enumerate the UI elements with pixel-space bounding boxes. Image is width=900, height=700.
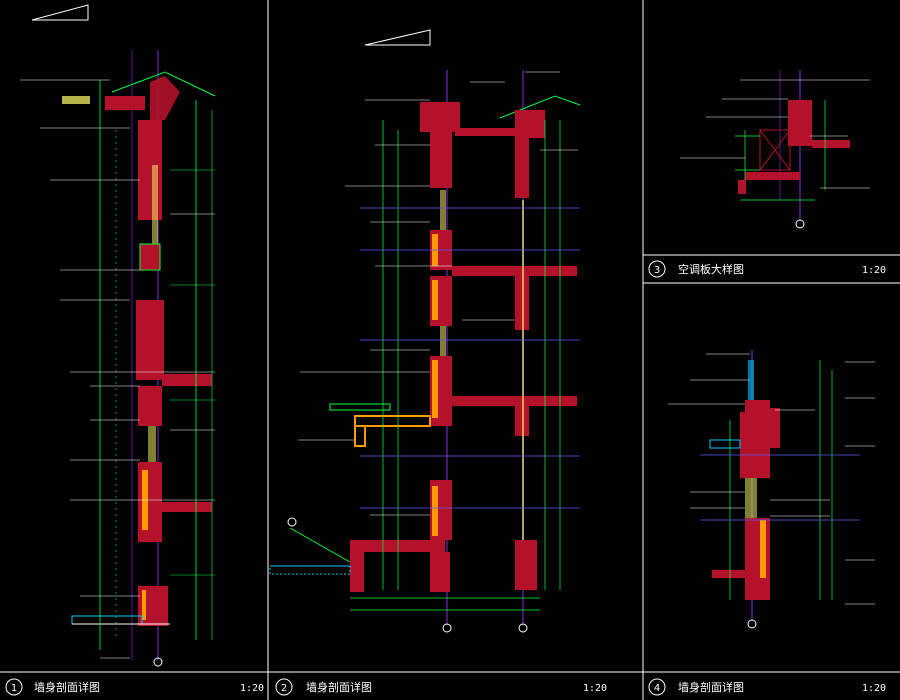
title-block-3: 3 空调板大样图 1:20 (648, 260, 886, 278)
detail-3 (680, 70, 870, 229)
title-block-1: 1 墙身剖面详图 1:20 (5, 678, 264, 696)
svg-text:1:20: 1:20 (862, 683, 886, 694)
svg-text:墙身剖面详图: 墙身剖面详图 (306, 680, 372, 694)
svg-text:墙身剖面详图: 墙身剖面详图 (678, 680, 744, 694)
svg-text:空调板大样图: 空调板大样图 (678, 262, 744, 276)
detail-2 (269, 29, 581, 633)
title-block-4: 4 墙身剖面详图 1:20 (648, 678, 886, 696)
svg-text:1:20: 1:20 (862, 265, 886, 276)
svg-text:1:20: 1:20 (240, 683, 264, 694)
svg-text:3: 3 (654, 265, 660, 276)
svg-text:1:20: 1:20 (583, 683, 607, 694)
detail-1 (20, 4, 216, 667)
title-block-2: 2 墙身剖面详图 1:20 (275, 678, 607, 696)
detail-4 (668, 350, 875, 629)
svg-text:墙身剖面详图: 墙身剖面详图 (34, 680, 100, 694)
svg-text:4: 4 (654, 683, 660, 694)
svg-text:1: 1 (11, 683, 17, 694)
svg-text:2: 2 (281, 683, 287, 694)
